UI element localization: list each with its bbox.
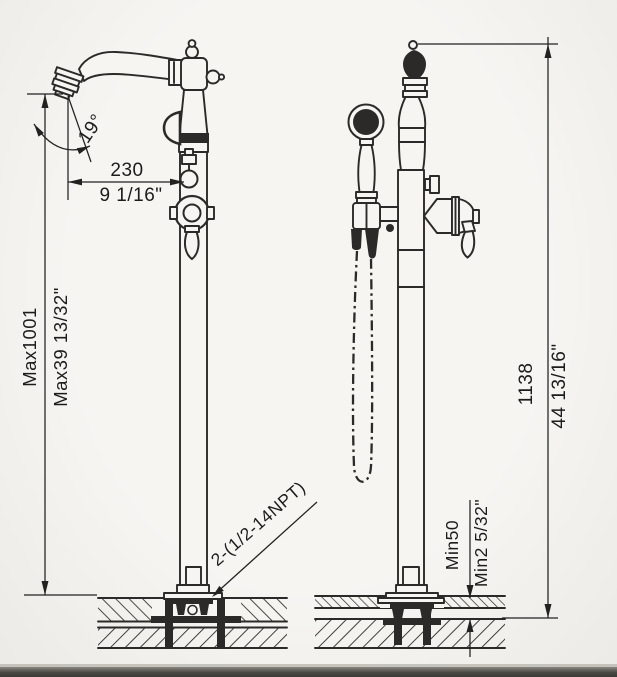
dim-overall-height: 1138 44 13/16" [418, 37, 570, 619]
dim-spout-reach-mm: 230 [110, 160, 143, 181]
spout [51, 39, 226, 100]
hose-fitting-left [351, 229, 362, 250]
shower-holder-arm [379, 206, 399, 222]
dim-spout-height-mm: Max1001 [19, 307, 40, 387]
dim-floor-embed-inch: Min2 5/32" [471, 499, 491, 587]
valve-body-front [162, 110, 215, 261]
diverter-valve [423, 196, 480, 259]
faucet-front-view [51, 39, 241, 647]
scan-edge-fade [0, 664, 617, 668]
riser-column-side [397, 40, 428, 586]
note-inlet-thread: 2-(1/2-14NPT) [207, 477, 318, 597]
dim-spout-height-inch: Max39 13/32" [50, 287, 71, 407]
dim-floor-embed-mm: Min50 [442, 520, 462, 570]
scan-edge-bar [0, 667, 617, 677]
faucet-side-view [347, 40, 480, 645]
check-valve-knob [424, 175, 440, 194]
floor-mount-side [377, 584, 445, 645]
hose-fitting-right [365, 229, 379, 259]
dim-overall-height-mm: 1138 [516, 363, 537, 406]
hand-shower [347, 103, 399, 259]
floor-section-front [97, 597, 288, 649]
dim-overall-height-inch: 44 13/16" [549, 343, 570, 428]
spout-outlet-ribs [51, 66, 85, 100]
dim-spout-height: Max1001 Max39 13/32" [19, 93, 97, 596]
floor-mount-front [151, 584, 241, 647]
dim-floor-embed: Min50 Min2 5/32" [442, 499, 491, 657]
shower-hose [351, 250, 374, 483]
dim-spout-reach-inch: 9 1/16" [99, 185, 162, 206]
dimension-annotations: Max1001 Max39 13/32" 19° 230 9 1/16" [19, 37, 570, 657]
dim-spout-reach: 230 9 1/16" [68, 160, 184, 206]
dim-spout-angle-deg: 19° [74, 111, 108, 148]
